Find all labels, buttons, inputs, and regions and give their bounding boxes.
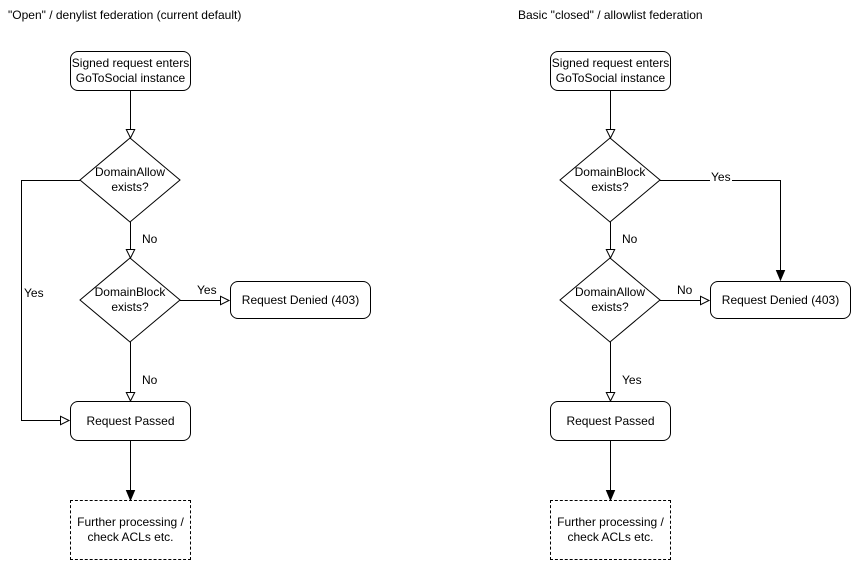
edge-passed-to-further [125,441,136,502]
connector-layer [559,90,786,502]
edge-decision1-yes-to-passed [21,180,80,426]
node-decision2: DomainAllow exists? [574,285,646,314]
edge-label-decision2-no: No [141,373,159,387]
edge-label-decision2-no: No [676,283,694,297]
node-decision2: DomainBlock exists? [94,285,166,314]
edge-label-decision1-yes: Yes [23,286,45,300]
edge-decision2-yes-to-denied [180,295,231,306]
node-start: Signed request enters GoToSocial instanc… [550,51,671,91]
edge-decision2-no-to-passed [125,342,136,403]
node-decision1: DomainAllow exists? [94,165,166,194]
edge-decision2-yes-to-passed [605,342,616,403]
edge-decision1-no-to-decision2 [125,222,136,260]
connector-layer [21,90,231,502]
node-request-passed: Request Passed [70,401,191,441]
edge-decision2-no-to-denied [660,295,711,306]
node-decision1: DomainBlock exists? [574,165,646,194]
edge-decision1-no-to-decision2 [605,222,616,260]
node-further-processing: Further processing / check ACLs etc. [550,500,671,560]
edge-decision1-yes-to-denied [660,180,786,282]
flowchart-open-denylist: "Open" / denylist federation (current de… [0,0,420,561]
node-start: Signed request enters GoToSocial instanc… [70,51,191,91]
edge-label-decision1-no: No [621,232,639,246]
chart-title: Basic "closed" / allowlist federation [518,8,703,22]
edge-passed-to-further [605,441,616,502]
edge-label-decision2-yes: Yes [621,373,643,387]
edge-label-decision2-yes: Yes [196,283,218,297]
edge-label-decision1-no: No [141,232,159,246]
flowchart-closed-allowlist: Basic "closed" / allowlist federation Si… [480,0,851,561]
chart-title: "Open" / denylist federation (current de… [8,8,242,22]
edge-start-to-decision1 [125,90,136,140]
edge-start-to-decision1 [605,90,616,140]
node-further-processing: Further processing / check ACLs etc. [70,500,191,560]
node-request-denied: Request Denied (403) [230,281,371,319]
node-request-passed: Request Passed [550,401,671,441]
edge-label-decision1-yes: Yes [710,170,732,184]
node-request-denied: Request Denied (403) [710,281,851,319]
